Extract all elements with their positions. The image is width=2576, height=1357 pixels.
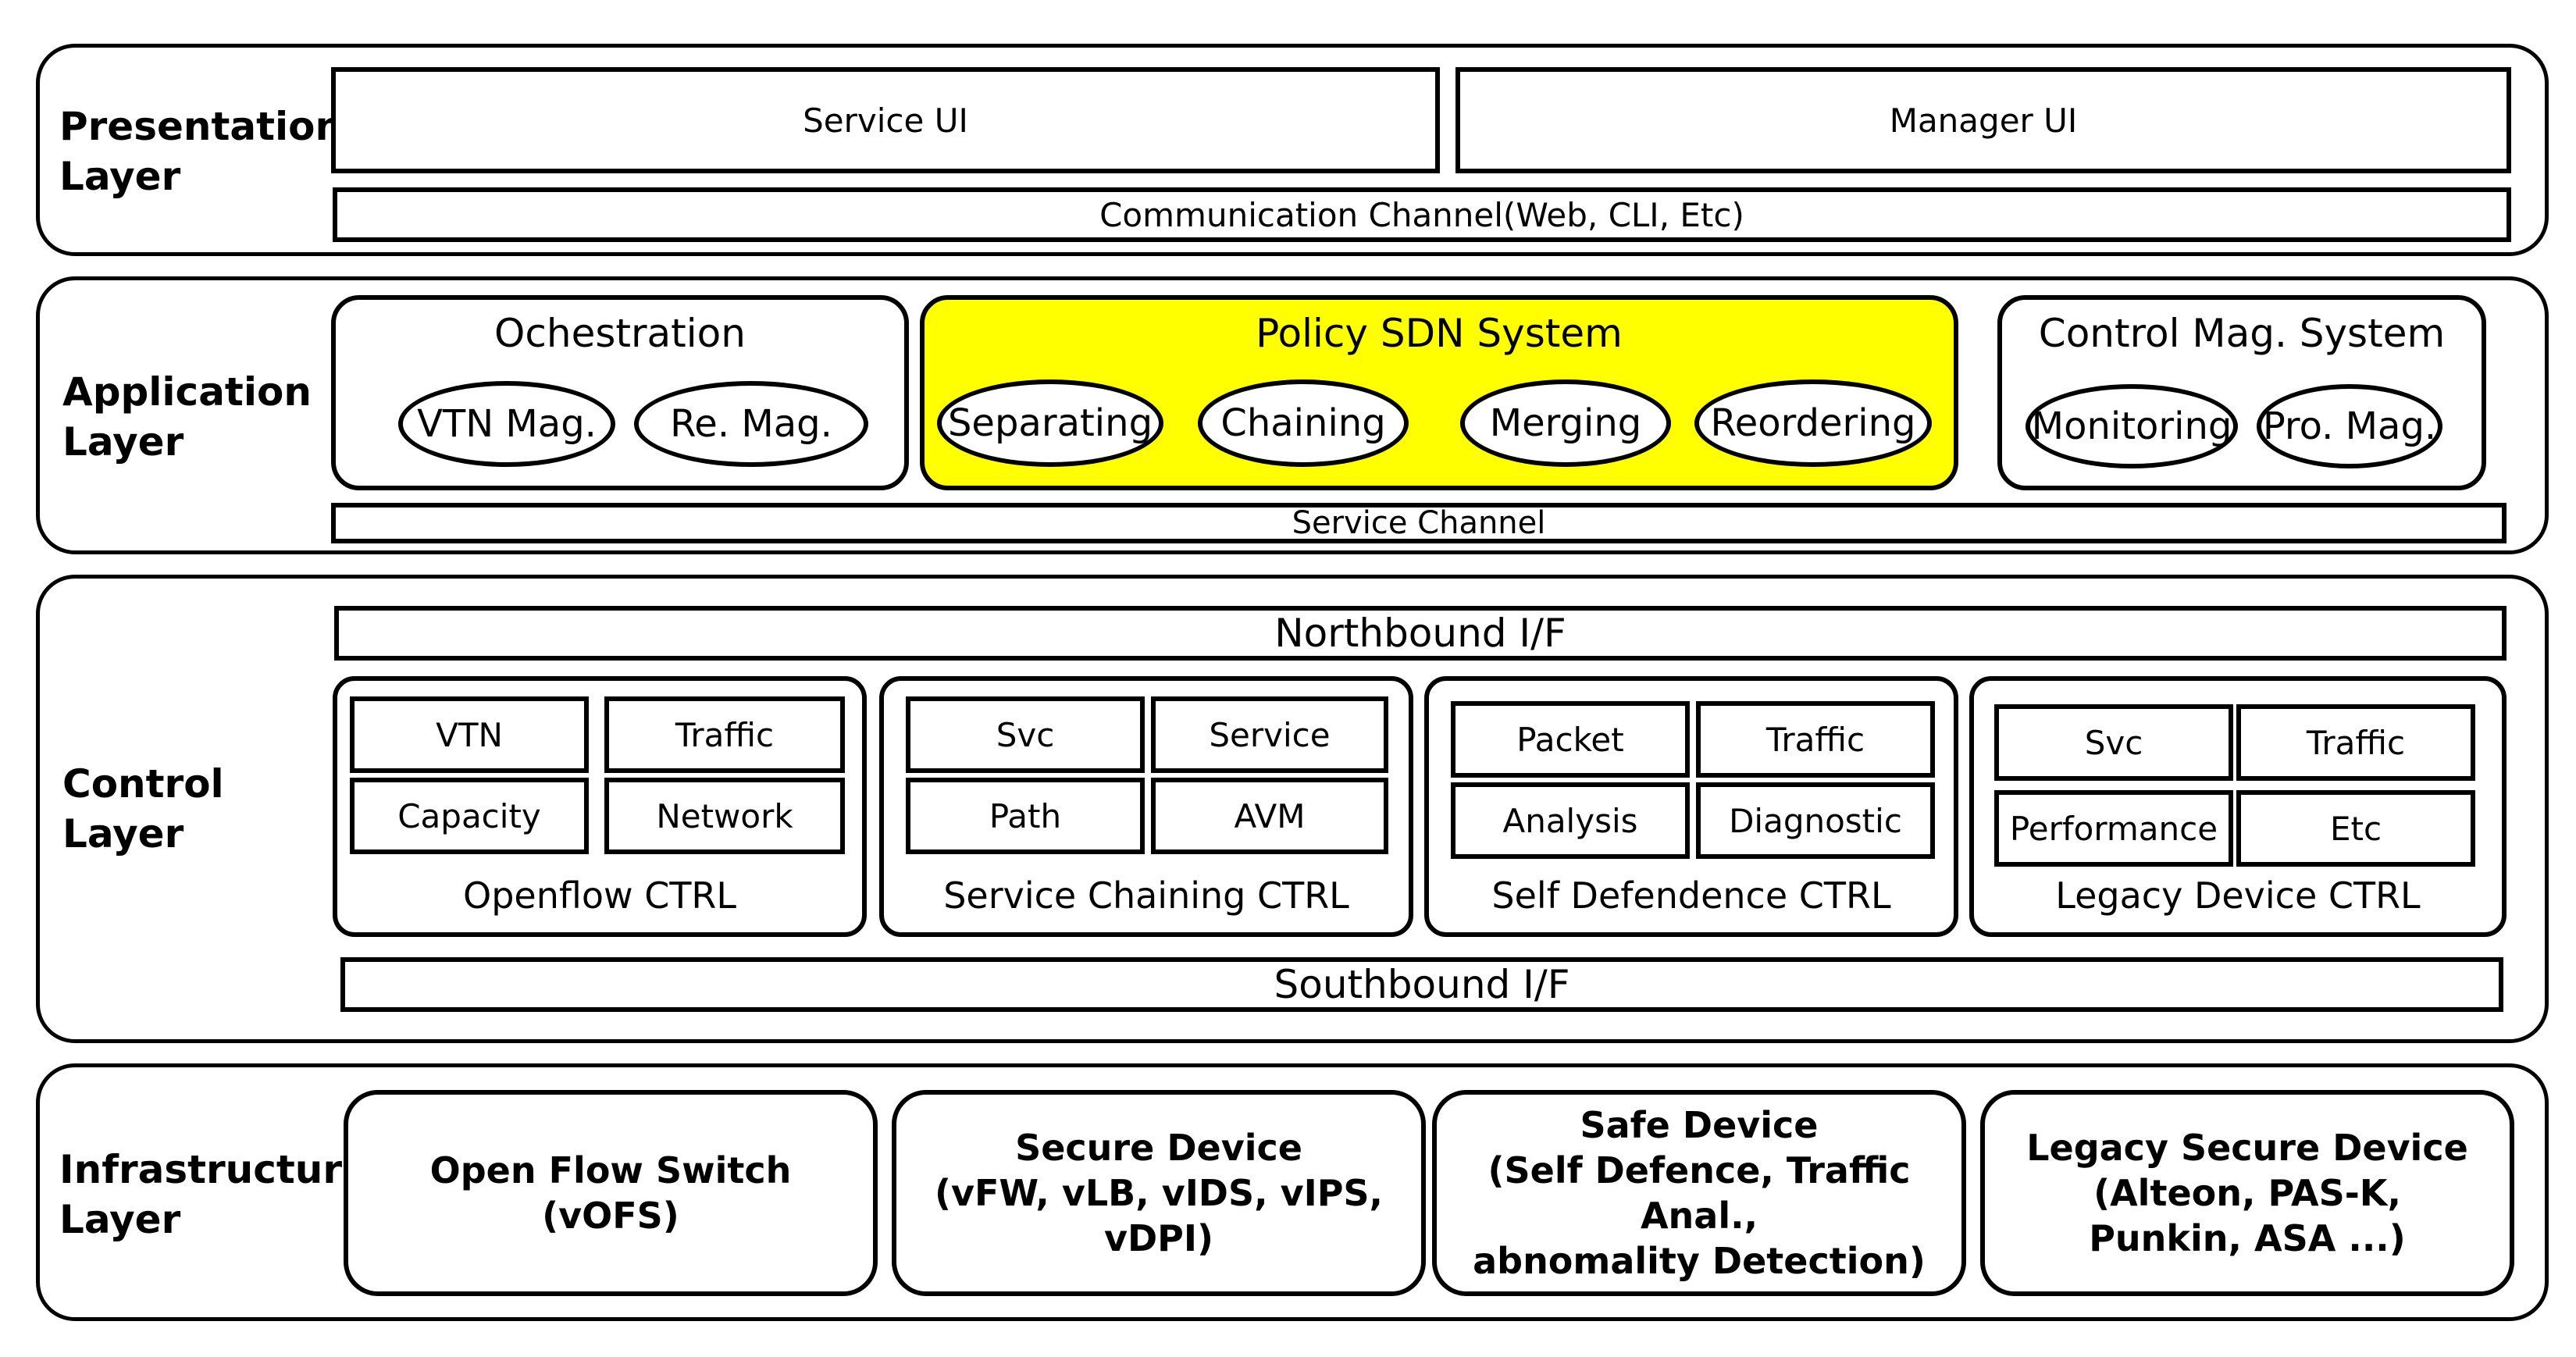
separating-ellipse: Separating [937, 379, 1163, 467]
communication-channel-box: Communication Channel(Web, CLI, Etc) [333, 187, 2511, 242]
chaining-ellipse: Chaining [1198, 379, 1409, 467]
service-ui-box: Service UI [331, 67, 1440, 173]
manager-ui-box: Manager UI [1455, 67, 2511, 173]
self-defendence-cell-diagnostic: Diagnostic [1696, 782, 1935, 859]
legacy-device-ctrl-name: Legacy Device CTRL [2055, 874, 2421, 917]
control-layer-label: Control Layer [62, 761, 224, 857]
openflow-cell-capacity: Capacity [350, 778, 589, 854]
presentation-layer-label: Presentation Layer [59, 104, 344, 199]
pro-mag-ellipse: Pro. Mag. [2257, 384, 2442, 468]
re-mag-ellipse: Re. Mag. [634, 381, 868, 467]
service-chaining-cell-avm: AVM [1151, 778, 1388, 854]
service-channel-box: Service Channel [331, 503, 2507, 543]
legacy-device-cell-etc: Etc [2236, 790, 2475, 867]
openflow-cell-vtn: VTN [350, 696, 589, 773]
application-layer-label: Application Layer [62, 369, 312, 465]
policy-sdn-title: Policy SDN System [1256, 311, 1623, 356]
open-flow-switch-box: Open Flow Switch (vOFS) [344, 1090, 878, 1296]
northbound-if-box: Northbound I/F [334, 606, 2507, 661]
control-mag-title: Control Mag. System [2038, 311, 2446, 356]
openflow-ctrl-name: Openflow CTRL [462, 874, 737, 917]
safe-device-box: Safe Device (Self Defence, Traffic Anal.… [1432, 1090, 1966, 1296]
openflow-cell-traffic: Traffic [604, 696, 845, 773]
self-defendence-cell-packet: Packet [1451, 701, 1690, 778]
openflow-cell-network: Network [604, 778, 845, 854]
service-chaining-cell-svc: Svc [906, 696, 1145, 773]
orchestration-title: Ochestration [494, 311, 746, 356]
service-chaining-cell-path: Path [906, 778, 1145, 854]
service-chaining-cell-service: Service [1151, 696, 1388, 773]
self-defendence-cell-traffic: Traffic [1696, 701, 1935, 778]
secure-device-box: Secure Device (vFW, vLB, vIDS, vIPS, vDP… [892, 1090, 1426, 1296]
service-chaining-ctrl-name: Service Chaining CTRL [943, 874, 1349, 917]
legacy-device-cell-performance: Performance [1994, 790, 2233, 867]
self-defendence-cell-analysis: Analysis [1451, 782, 1690, 859]
self-defendence-ctrl-name: Self Defendence CTRL [1491, 874, 1891, 917]
legacy-device-cell-svc: Svc [1994, 704, 2233, 781]
reordering-ellipse: Reordering [1694, 379, 1932, 467]
infrastructure-layer-label: Infrastructure Layer [59, 1147, 369, 1242]
monitoring-ellipse: Monitoring [2026, 384, 2238, 468]
southbound-if-box: Southbound I/F [340, 957, 2503, 1012]
legacy-secure-device-box: Legacy Secure Device (Alteon, PAS-K, Pun… [1980, 1090, 2514, 1296]
merging-ellipse: Merging [1460, 379, 1671, 467]
vtn-mag-ellipse: VTN Mag. [398, 381, 615, 467]
legacy-device-cell-traffic: Traffic [2236, 704, 2475, 781]
